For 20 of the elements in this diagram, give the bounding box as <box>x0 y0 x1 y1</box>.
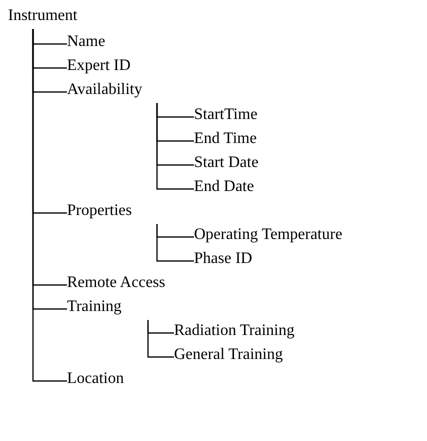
tree-item-label: Operating Temperature <box>194 226 364 248</box>
tree-item-label: Expert ID <box>67 57 147 79</box>
tree-item-label: Training <box>67 298 157 320</box>
tree-item-label: Location <box>67 370 147 392</box>
tree-item-label: Name <box>67 33 127 55</box>
tree-item-label: Phase ID <box>194 250 274 272</box>
tree-item-label: Start Date <box>194 154 284 176</box>
tree-item-label: End Time <box>194 130 284 152</box>
tree-item-label: Instrument <box>8 7 98 29</box>
tree-connector <box>156 224 194 262</box>
tree-item-label: Properties <box>67 202 162 224</box>
tree-item-label: Remote Access <box>67 274 187 296</box>
tree-connector <box>32 29 67 382</box>
tree-item-label: End Date <box>194 178 284 200</box>
tree-connector <box>147 320 174 358</box>
tree-item-label: StartTime <box>194 106 284 128</box>
tree-item-label: Availability <box>67 81 162 103</box>
tree-item-label: Radiation Training <box>174 322 314 344</box>
tree-item-label: General Training <box>174 346 304 368</box>
tree-connector <box>156 103 194 190</box>
